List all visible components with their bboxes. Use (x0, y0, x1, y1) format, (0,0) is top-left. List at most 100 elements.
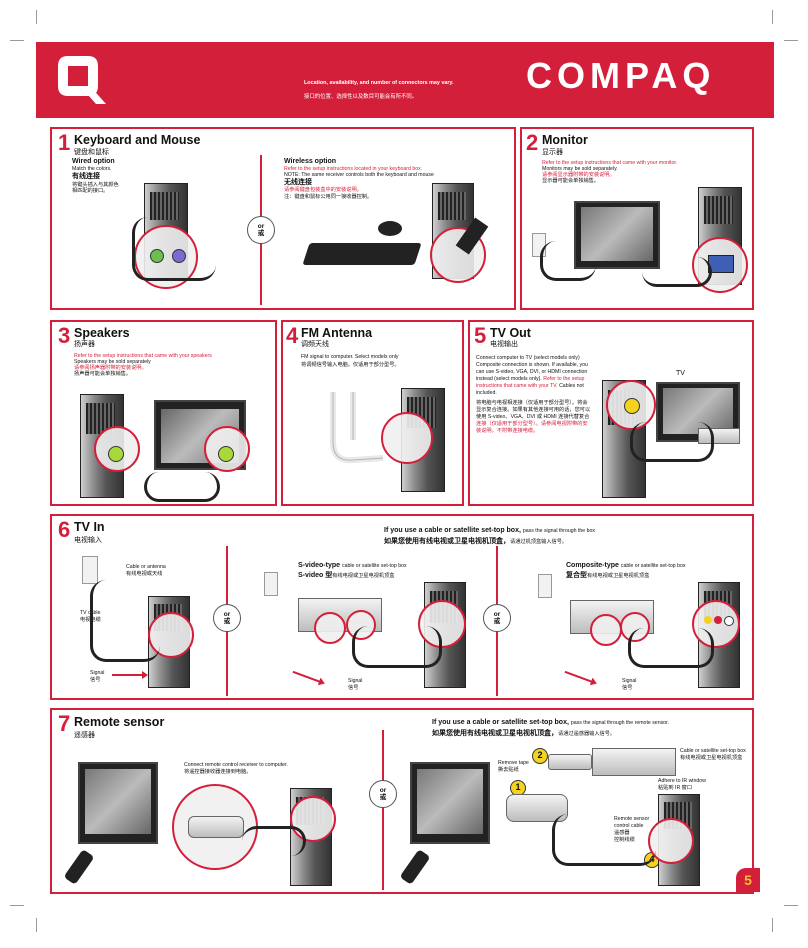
crop-mark (784, 40, 798, 41)
monitor-note: Monitors may be sold separately. (542, 166, 618, 172)
svideo-label-bold: S-video-type (298, 562, 341, 569)
speaker-note: Speakers may be sold separately (74, 359, 151, 365)
tv-label: TV (676, 370, 685, 377)
stb-label-zh: 有线电视或卫星电视机顶盒 (680, 755, 743, 761)
tvout-line: Connect computer to TV (select models on… (476, 355, 580, 361)
stb-in-zoom (314, 612, 346, 644)
section-title-zh: 电视输出 (490, 341, 518, 348)
fm-desc: FM signal to computer. Select models onl… (301, 354, 399, 360)
section-title: FM Antenna (301, 326, 373, 340)
tvout-zh-line: 装说明。不附带连接电缆。 (476, 428, 539, 434)
signal-label: Signal (348, 678, 363, 684)
section-title: TV Out (490, 326, 531, 340)
section-title-zh: 电视输入 (74, 537, 102, 544)
composite-out-zoom (606, 380, 656, 430)
section-title-zh: 扬声器 (74, 341, 95, 348)
sensor-cable-label-zh: 遥感器 (614, 830, 630, 836)
ir-tape (548, 754, 592, 770)
stb-heading-zh-bold: 如果您使用有线电视或卫星电视机顶盒， (432, 730, 558, 737)
step-number: 6 (58, 517, 71, 542)
fm-antenna-image (330, 392, 384, 464)
fm-desc-zh: 将调频信号输入电脑。仅适用于部分型号。 (301, 362, 400, 368)
section-title-zh: 键盘和鼠标 (74, 149, 109, 156)
adhere-ir-label-zh: 粘贴到 IR 窗口 (658, 785, 693, 791)
connect-receiver-text-zh: 将遥控器接收器连接到电脑。 (184, 769, 252, 775)
section-title-zh: 显示器 (542, 149, 563, 156)
connector-note-en: Location, availability, and number of co… (304, 80, 454, 86)
step-number: 4 (286, 323, 299, 348)
signal-arrow (292, 670, 322, 684)
section-keyboard-mouse: 1 Keyboard and Mouse 键盘和鼠标 Wired option … (50, 127, 516, 310)
keyboard-image (302, 243, 422, 265)
header-banner: Location, availability, and number of co… (36, 42, 774, 118)
monitor-audio-in-zoom (204, 426, 250, 472)
monitor-image (410, 762, 490, 844)
stb-heading: If you use a cable or satellite set-top … (384, 527, 595, 535)
section-title: Speakers (74, 326, 130, 340)
usb-port-zoom (430, 227, 486, 283)
audio-out-zoom (94, 426, 140, 472)
stb-heading-zh-bold: 如果您使用有线电视或卫星电视机顶盒， (384, 538, 510, 545)
tv-cable (90, 580, 160, 662)
signal-label-zh: 信号 (348, 685, 359, 691)
wired-desc-zh: 相匹配的接口。 (72, 188, 109, 194)
compaq-q-logo (58, 56, 106, 104)
step-number: 3 (58, 323, 71, 348)
wireless-instructions: Refer to the setup instructions located … (284, 166, 423, 172)
wired-option-zh: 有线连接 (72, 173, 100, 180)
wall-jack (82, 556, 98, 584)
wireless-option-label: Wireless option (284, 158, 337, 165)
speaker-instructions: Refer to the setup instructions that cam… (74, 353, 212, 359)
or-text-zh: 或 (379, 794, 387, 801)
sensor-cable-label: Remote sensor (614, 816, 650, 822)
divider (382, 730, 384, 890)
or-badge: or 或 (369, 780, 397, 808)
monitor-instructions: Refer to the setup instructions that cam… (542, 160, 678, 166)
crop-mark (784, 905, 798, 906)
section-title: Remote sensor (74, 715, 165, 729)
monitor-instructions-zh: 请参阅显示器附带的安装说明。 (542, 172, 615, 178)
wireless-note: NOTE: The same receiver controls both th… (284, 172, 434, 178)
crop-mark (36, 10, 37, 24)
speaker-instructions-zh: 请参阅扬声器附带的安装说明。 (74, 365, 147, 371)
signal-arrow (564, 670, 594, 684)
remote-control-image (63, 849, 95, 885)
adhere-ir-label: Adhere to IR window (658, 778, 706, 784)
cable-set-top-box (592, 748, 676, 776)
brand-text: COMPAQ (526, 56, 715, 96)
wired-option-label: Wired option (72, 158, 115, 165)
remove-tape-label: Remove tape (498, 760, 529, 766)
wall-jack (264, 572, 278, 596)
sensor-cable-label: control cable (614, 823, 644, 829)
stb-heading-zh-text: 请通过机顶盒输入信号。 (510, 539, 568, 545)
tvout-line: instructions that came with your TV. Cab… (476, 383, 584, 389)
connector-note-zh: 接口的位置、选择性以及数目可能会有所不同。 (304, 94, 418, 100)
fm-port-zoom (381, 412, 433, 464)
section-title-zh: 遥感器 (74, 732, 95, 739)
svideo-label-zh-text: 有线电视或卫星电视机顶盒 (332, 573, 395, 579)
signal-label-zh: 信号 (622, 685, 633, 691)
or-text: or (493, 611, 501, 618)
stb-heading-bold: If you use a cable or satellite set-top … (384, 527, 521, 534)
cable-antenna-label: Cable or antenna (126, 564, 166, 570)
or-badge: or 或 (247, 216, 275, 244)
remote-sensor-zoom (172, 784, 258, 870)
stb-heading-text: pass the signal through the remote senso… (570, 720, 669, 726)
wireless-note-zh: 注：键盘和鼠标公用同一接收器控制。 (284, 194, 373, 200)
remote-control-image (399, 849, 431, 885)
cable-antenna-label-zh: 有线电视或天线 (126, 571, 163, 577)
or-text: or (223, 611, 231, 618)
vga-cable (642, 257, 712, 287)
section-title: TV In (74, 520, 105, 534)
usb-port-zoom (648, 818, 694, 864)
composite-cable (628, 628, 714, 668)
stb-heading-bold: If you use a cable or satellite set-top … (432, 719, 569, 726)
tvout-line-text: instead (select models only). (476, 376, 542, 382)
composite-label-bold: Composite-type (566, 562, 619, 569)
tv-image (656, 382, 740, 442)
tvout-zh-line: 使用 S-video、VGA、DVI 或 HDMI 连接代替复合 (476, 414, 590, 420)
or-text: or (257, 223, 265, 230)
tvout-line-text: Cables not (559, 383, 584, 389)
speaker-note-zh: 扬声器可能会单独销售。 (74, 371, 132, 377)
step-number: 2 (526, 130, 539, 155)
